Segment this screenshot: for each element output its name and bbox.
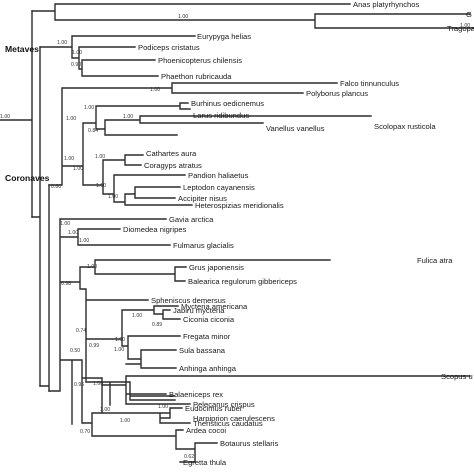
support-value: 1.00 <box>114 347 124 353</box>
taxon-label: Harpiprion caerulescens <box>193 414 275 423</box>
taxon-label: Diomedea nigripes <box>123 225 187 234</box>
taxon-label: Pandion haliaetus <box>188 171 249 180</box>
support-value: 1.00 <box>68 230 78 236</box>
taxon-label: Burhinus oedicnemus <box>191 99 264 108</box>
taxon-label: Cathartes aura <box>146 149 197 158</box>
branch-outgroup <box>31 3 474 29</box>
taxon-label: Coragyps atratus <box>144 161 202 170</box>
support-value: 0.70 <box>80 429 90 435</box>
support-value: 1.00 <box>96 183 106 189</box>
taxon-label: Anas platyrhynchos <box>353 0 419 9</box>
taxon-label: Balaeniceps rex <box>169 390 223 399</box>
support-value: 0.90 <box>71 62 81 68</box>
taxon-label: Egretta thula <box>183 458 227 467</box>
support-value: 0.99 <box>89 343 99 349</box>
branch-root <box>0 10 33 218</box>
support-value: 0.60 <box>51 184 61 190</box>
support-value: 1.00 <box>87 264 97 270</box>
taxon-label: Tragopa <box>447 24 474 33</box>
support-value: 1.00 <box>66 116 76 122</box>
support-value: 0.84 <box>88 128 98 134</box>
branch-clade-upper-coronaves <box>48 82 372 206</box>
taxon-label: Podiceps cristatus <box>138 43 200 52</box>
support-values: 1.00 1.00 1.00 1.00 0.90 1.00 1.00 1.00 … <box>0 14 470 460</box>
taxon-label: Vanellus vanellus <box>266 124 325 133</box>
taxon-label: Scopus u <box>441 372 473 381</box>
taxon-label: Grus japonensis <box>189 263 244 272</box>
taxon-label: Ciconia ciconia <box>183 315 235 324</box>
taxon-label: Fulmarus glacialis <box>173 241 234 250</box>
support-value: 0.62 <box>184 454 194 460</box>
taxon-label: Fulica atra <box>417 256 453 265</box>
branch-neoaves <box>31 46 41 387</box>
taxon-label: Falco tinnunculus <box>340 79 399 88</box>
taxon-label: Fregata minor <box>183 332 231 341</box>
tree-branches <box>0 3 474 463</box>
branch-clade-waterbirds <box>48 218 471 463</box>
support-value: 1.00 <box>100 407 110 413</box>
support-value: 1.00 <box>178 14 188 20</box>
taxon-label: Eurypyga helias <box>197 32 251 41</box>
branch-metaves <box>39 35 196 77</box>
taxon-label: Phaethon rubricauda <box>161 72 232 81</box>
support-value: 0.50 <box>70 348 80 354</box>
support-value: 0.96 <box>74 382 84 388</box>
support-value: 1.00 <box>0 114 10 120</box>
taxon-labels: Anas platyrhynchos G Tragopa Eurypyga he… <box>123 0 474 467</box>
support-value: 1.00 <box>93 381 103 387</box>
taxon-label: Mycteria americana <box>181 302 248 311</box>
taxon-label: Polyborus plancus <box>306 89 368 98</box>
support-value: 1.00 <box>84 105 94 111</box>
taxon-label: Spheniscus demersus <box>151 296 226 305</box>
taxon-label: Scolopax rusticola <box>374 122 436 131</box>
taxon-label: Accipiter nisus <box>178 194 227 203</box>
taxon-label: Jabiru mycteria <box>173 306 225 315</box>
taxon-label: Phoenicopterus chilensis <box>158 56 242 65</box>
support-value: 1.00 <box>57 40 67 46</box>
support-value: 1.00 <box>73 166 83 172</box>
taxon-label: Ardea cocoi <box>186 426 226 435</box>
support-value: 1.00 <box>115 337 125 343</box>
group-label-coronaves: Coronaves <box>5 173 50 183</box>
taxon-label: G <box>466 10 472 19</box>
support-value: 1.00 <box>72 50 82 56</box>
support-value: 1.00 <box>108 194 118 200</box>
support-value: 1.00 <box>158 404 168 410</box>
taxon-label: Leptodon cayanensis <box>183 183 255 192</box>
taxon-label: Theristicus caudatus <box>193 419 263 428</box>
support-value: 0.98 <box>61 281 71 287</box>
support-value: 1.00 <box>120 418 130 424</box>
group-label-metaves: Metaves <box>5 44 39 54</box>
support-value: 0.89 <box>152 322 162 328</box>
taxon-label: Botaurus stellaris <box>220 439 278 448</box>
taxon-label: Pelecanus crispus <box>193 400 255 409</box>
taxon-label: Eudocimus ruber <box>185 404 243 413</box>
taxon-label: Gavia arctica <box>169 215 214 224</box>
taxon-label: Sula bassana <box>179 346 226 355</box>
support-value: 1.00 <box>79 238 89 244</box>
taxon-label: Heterospizias meridionalis <box>195 201 284 210</box>
support-value: 1.00 <box>95 154 105 160</box>
support-value: 1.00 <box>460 23 470 29</box>
taxon-label: Balearica regulorum gibbericeps <box>188 277 297 286</box>
support-value: 1.00 <box>150 87 160 93</box>
branch-coronaves <box>39 184 50 392</box>
support-value: 1.00 <box>60 221 70 227</box>
taxon-label: Anhinga anhinga <box>179 364 237 373</box>
support-value: 1.00 <box>123 114 133 120</box>
support-value: 1.00 <box>64 156 74 162</box>
support-value: 1.00 <box>132 313 142 319</box>
support-value: 0.74 <box>76 328 86 334</box>
taxon-label: Larus ridibundus <box>193 111 249 120</box>
